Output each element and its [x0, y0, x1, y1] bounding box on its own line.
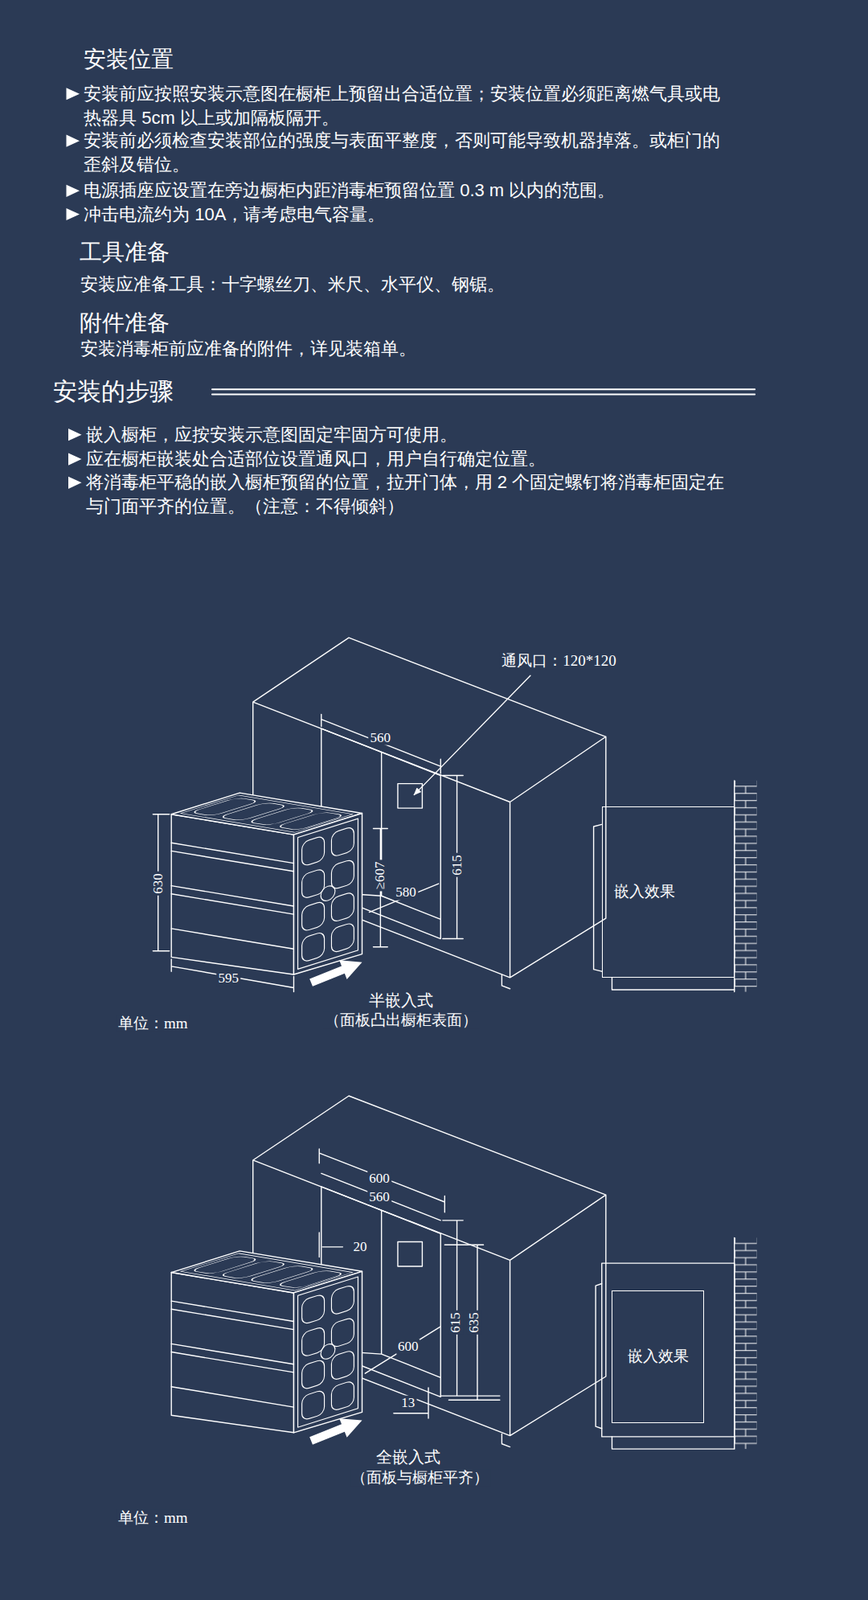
bullet	[65, 208, 79, 221]
step-text: 嵌入橱柜，应按安装示意图固定牢固方可使用。	[85, 422, 458, 447]
unit-note: 单位：mm	[116, 1014, 190, 1032]
top-frame	[180, 794, 353, 832]
heading-rule	[212, 388, 755, 394]
knot-center	[320, 883, 336, 902]
dimension-label: 615	[449, 852, 465, 877]
step-text: 应在橱柜嵌装处合适部位设置通风口，用户自行确定位置。	[85, 446, 546, 471]
cabinet-kit	[171, 637, 606, 989]
drawer-bands	[171, 842, 294, 949]
dimension-label: 560	[367, 1188, 392, 1204]
mode-caption: （面板与橱柜平齐）	[349, 1468, 491, 1486]
cabinet-kit	[171, 1095, 606, 1447]
dimension-label: 600	[367, 1170, 392, 1186]
knot-motif	[302, 930, 325, 963]
knot-motif	[331, 891, 354, 923]
vent-opening	[397, 783, 422, 808]
dimension-lines	[319, 1148, 500, 1418]
brick-wall	[734, 1236, 758, 1449]
knot-motif	[331, 825, 354, 857]
instruction-text: 安装前必须检查安装部位的强度与表面平整度，否则可能导致机器掉落。或柜门的 歪斜及…	[83, 128, 732, 177]
section-heading: 工具准备	[79, 236, 170, 268]
bullet	[68, 452, 82, 465]
mode-caption: 全嵌入式	[374, 1447, 443, 1466]
appliance-body	[171, 792, 362, 975]
instruction-text: 安装应准备工具：十字螺丝刀、米尺、水平仪、钢锯。	[80, 272, 505, 297]
dimension-label: 580	[393, 884, 418, 901]
dimension-label: 20	[351, 1238, 369, 1254]
section-heading: 安装位置	[83, 43, 174, 75]
vent-leader	[413, 675, 531, 795]
appliance-front	[293, 812, 362, 975]
dimension-label: 635	[466, 1310, 483, 1335]
bullet	[65, 184, 79, 197]
panel-frame	[298, 818, 359, 969]
inset-cabinet	[595, 1283, 735, 1450]
knot-motif	[247, 806, 318, 826]
mode-caption: 半嵌入式	[367, 990, 435, 1009]
step-text: 将消毒柜平稳的嵌入橱柜预留的位置，拉开门体，用 2 个固定螺钉将消毒柜固定在 与…	[85, 470, 734, 519]
unit-note: 单位：mm	[116, 1509, 190, 1527]
knot-motif	[189, 797, 260, 816]
instruction-text: 电源插座应设置在旁边橱柜内距消毒柜预留位置 0.3 m 以内的范围。	[83, 178, 615, 203]
brick-wall	[734, 780, 758, 992]
knot-motif	[275, 811, 346, 831]
panel-pattern	[298, 818, 359, 969]
knot-motif	[218, 802, 289, 821]
instruction-text: 安装消毒柜前应准备的附件，详见装箱单。	[80, 336, 417, 361]
insert-arrow	[309, 959, 362, 986]
dimension-label: 615	[448, 1310, 464, 1335]
bullet-triangles	[65, 87, 82, 489]
dimension-label: 13	[399, 1395, 417, 1411]
knot-motif	[331, 858, 354, 890]
vent-label: 通风口：120*120	[499, 652, 619, 670]
embed-effect-panel: 嵌入效果	[611, 1289, 704, 1423]
inset-cabinet	[593, 823, 735, 990]
knot-motif	[302, 835, 325, 867]
section-heading: 安装的步骤	[53, 374, 174, 408]
inset-cabinet	[601, 1262, 735, 1437]
panel-label: 嵌入效果	[614, 882, 676, 901]
mode-caption: （面板凸出橱柜表面）	[323, 1011, 480, 1029]
bullet	[65, 87, 79, 100]
appliance-side	[171, 814, 294, 975]
dimension-label: 630	[150, 871, 166, 896]
panel-label: 嵌入效果	[627, 1347, 689, 1366]
dimension-label: 595	[217, 970, 242, 987]
dimension-label: 560	[368, 729, 394, 746]
bullet	[68, 428, 82, 441]
section-heading: 附件准备	[79, 307, 170, 339]
bullet	[68, 476, 82, 489]
knot-motif	[302, 900, 325, 932]
instruction-text: 安装前应按照安装示意图在橱柜上预留出合适位置；安装位置必须距离燃气具或电 热器具…	[83, 81, 732, 131]
top-pattern	[180, 794, 353, 832]
dimension-label: 600	[396, 1338, 421, 1355]
dimension-lines	[152, 713, 463, 991]
dimension-label: ≥607	[372, 859, 389, 891]
knot-motif	[331, 921, 354, 954]
bullet	[65, 135, 79, 148]
embed-effect-panel: 嵌入效果	[601, 806, 735, 978]
instruction-text: 冲击电流约为 10A，请考虑电气容量。	[83, 202, 385, 227]
